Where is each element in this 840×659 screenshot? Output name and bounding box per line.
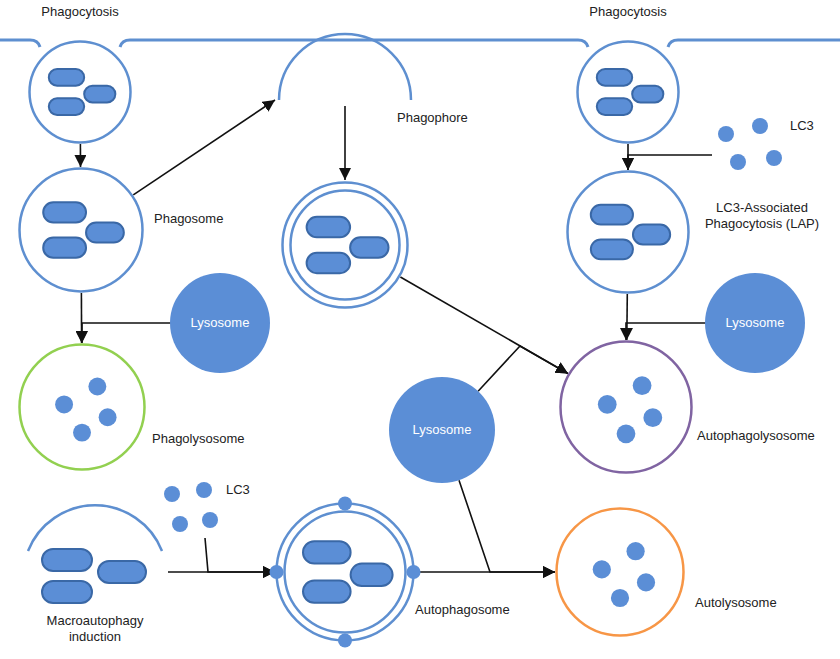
- autolysosome-vesicle-shape: [555, 507, 685, 637]
- phagosome-vesicle: Phagosome: [18, 167, 144, 293]
- lysosome: Lysosome: [705, 273, 805, 373]
- lc3-protein-group: LC3: [158, 482, 222, 534]
- phagocytosis-vesicle-shape: [28, 40, 132, 144]
- double-membrane-vesicle-shape: [281, 181, 409, 309]
- phagophore-membrane: Phagophore: [275, 48, 415, 98]
- process-arrow: [344, 106, 346, 180]
- node-label: Macroautophagy induction: [20, 613, 170, 645]
- lc3-protein-group-shape: [158, 482, 222, 534]
- node-label-inside: Lysosome: [705, 315, 805, 331]
- node-label: Autolysosome: [695, 595, 777, 611]
- phagolysosome-vesicle-shape: [18, 343, 146, 471]
- lap-vesicle: LC3-Associated Phagocytosis (LAP): [566, 170, 690, 294]
- node-label: LC3: [226, 482, 250, 498]
- phagophore-membrane-shape: [275, 48, 415, 98]
- autophagolysosome-vesicle: Autophagolysosome: [559, 340, 693, 474]
- node-label: Phagosome: [154, 211, 223, 227]
- process-arrow: [133, 100, 275, 195]
- process-arrow: [478, 346, 568, 391]
- node-label: Autophagolysosome: [697, 428, 815, 444]
- process-arrow: [459, 480, 555, 572]
- node-label-inside: Lysosome: [170, 315, 270, 331]
- node-label: Phagophore: [397, 110, 468, 126]
- node-label: LC3-Associated Phagocytosis (LAP): [696, 200, 828, 232]
- autophagosome-vesicle-shape: [275, 502, 415, 642]
- node-label: Autophagosome: [415, 602, 510, 618]
- lap-vesicle-shape: [566, 170, 690, 294]
- node-label: Phagocytosis: [589, 4, 666, 20]
- node-label-inside: Lysosome: [389, 422, 495, 438]
- lysosome: Lysosome: [170, 273, 270, 373]
- phagocytosis-vesicle: Phagocytosis: [576, 40, 680, 144]
- autophagolysosome-vesicle-shape: [559, 340, 693, 474]
- cell-membrane: [0, 40, 840, 47]
- phagolysosome-vesicle: Phagolysosome: [18, 343, 146, 471]
- process-arrow: [205, 538, 275, 572]
- phagocytosis-vesicle: Phagocytosis: [28, 40, 132, 144]
- process-arrow: [82, 323, 177, 343]
- macroautophagy-group: Macroautophagy induction: [20, 505, 170, 605]
- phagocytosis-vesicle-shape: [576, 40, 680, 144]
- process-arrow: [80, 144, 82, 167]
- process-arrow: [626, 323, 712, 340]
- lc3-protein-group: LC3: [716, 116, 788, 172]
- autophagosome-vesicle: Autophagosome: [275, 502, 415, 642]
- process-arrow: [628, 155, 712, 170]
- lysosome: Lysosome: [389, 377, 495, 483]
- node-label: Phagolysosome: [152, 431, 245, 447]
- phagosome-vesicle-shape: [18, 167, 144, 293]
- lc3-protein-group-shape: [716, 116, 788, 172]
- macroautophagy-group-shape: [20, 505, 170, 605]
- autolysosome-vesicle: Autolysosome: [555, 507, 685, 637]
- node-label: Phagocytosis: [41, 4, 118, 20]
- node-label: LC3: [790, 118, 814, 134]
- double-membrane-vesicle: [281, 181, 409, 309]
